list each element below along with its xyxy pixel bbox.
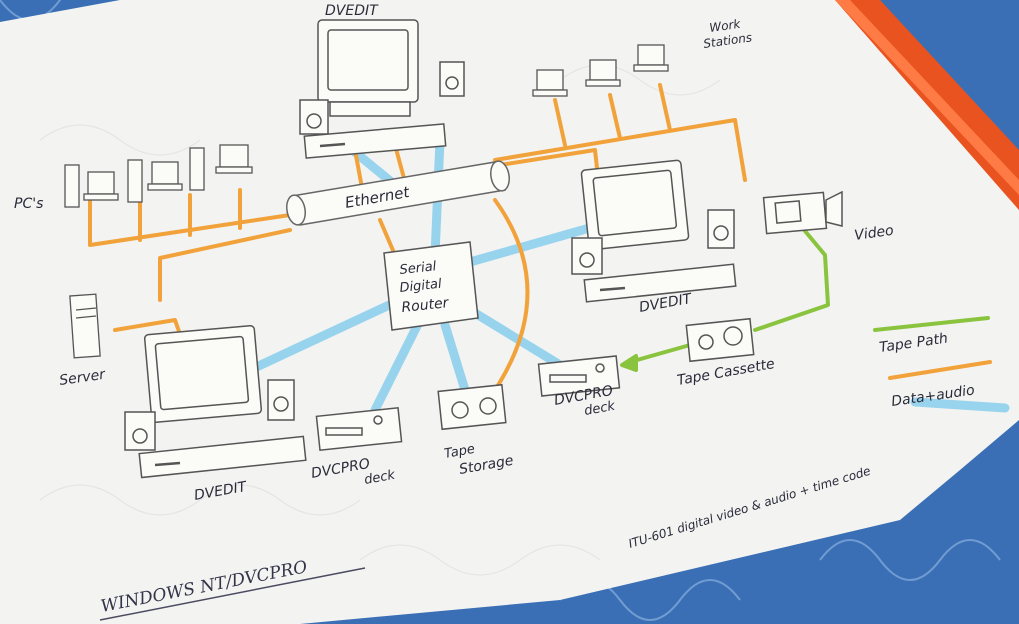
label-pcs: PC's xyxy=(14,196,43,212)
server-tower xyxy=(70,294,100,358)
tape-storage xyxy=(438,385,506,429)
label-dvedit-top: DVEDIT xyxy=(325,3,379,19)
tape-cassette xyxy=(686,319,753,361)
